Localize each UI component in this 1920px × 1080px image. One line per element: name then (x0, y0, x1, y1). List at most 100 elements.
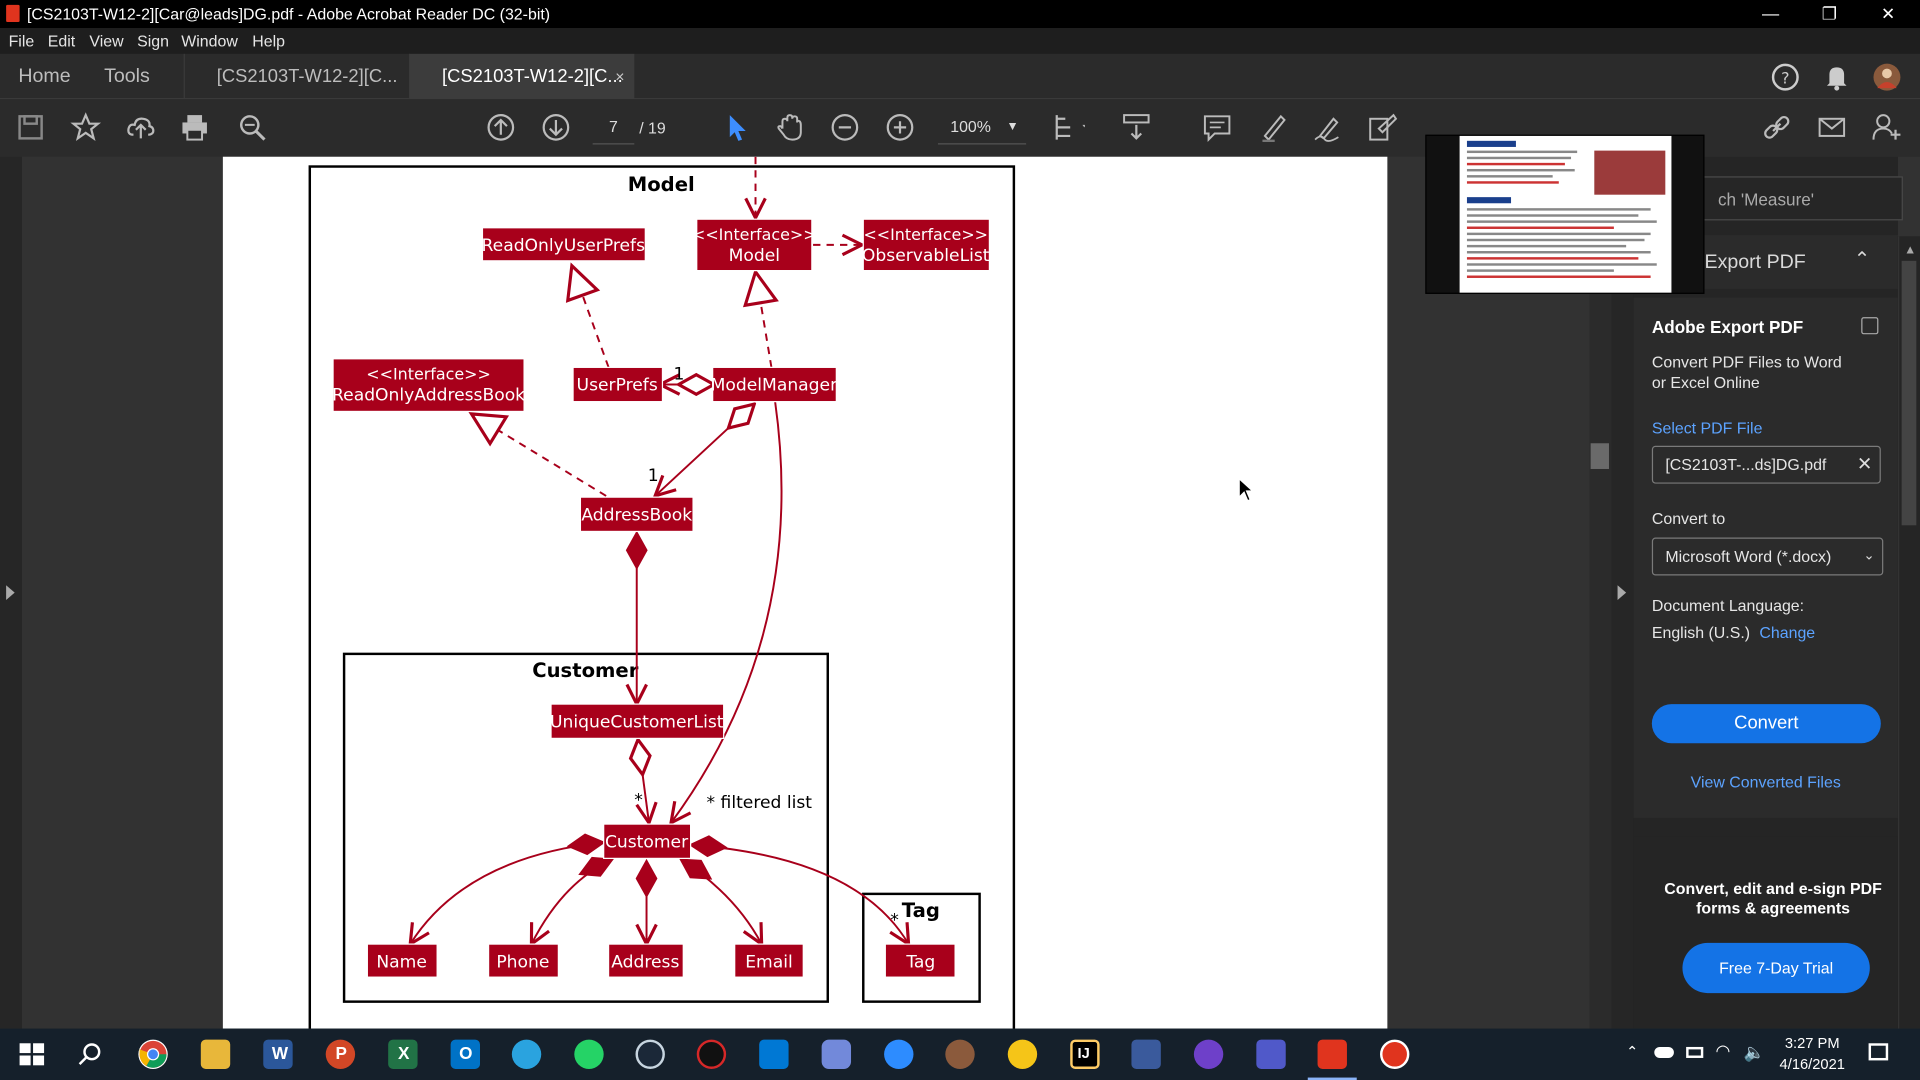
teams-icon[interactable] (1256, 1039, 1286, 1069)
page-layout-icon[interactable] (1053, 111, 1087, 143)
help-icon[interactable]: ? (1769, 61, 1801, 93)
document-scrollbar-thumb[interactable] (1590, 443, 1609, 469)
sign-icon[interactable] (1311, 111, 1343, 143)
previous-page-icon[interactable] (485, 111, 517, 143)
menu-edit[interactable]: Edit (47, 31, 76, 51)
zoom-level-dropdown[interactable]: 100%▼ (937, 110, 1027, 145)
class-address (607, 943, 684, 978)
menu-help[interactable]: Help (252, 31, 286, 51)
menu-window[interactable]: Window (181, 31, 238, 51)
tab-document-1[interactable]: [CS2103T-W12-2][C... (183, 53, 409, 100)
action-center-icon[interactable] (1868, 1043, 1889, 1061)
game-icon[interactable] (945, 1039, 975, 1069)
free-trial-button[interactable]: Free 7-Day Trial (1682, 942, 1870, 994)
powerpoint-icon[interactable]: P (325, 1039, 356, 1069)
save-icon[interactable] (15, 111, 47, 143)
next-page-icon[interactable] (540, 111, 572, 143)
onedrive-cloud-icon[interactable] (1654, 1046, 1674, 1058)
collapse-right-panel-icon[interactable] (1617, 585, 1627, 601)
restore-button[interactable]: ❐ (1821, 3, 1838, 24)
tab-document-2[interactable]: [CS2103T-W12-2][C...× (408, 53, 635, 100)
clear-file-icon[interactable]: ✕ (1856, 454, 1873, 476)
class-addressbook-label: AddressBook (581, 505, 692, 525)
tab-tools[interactable]: Tools (104, 66, 150, 87)
convert-to-label: Convert to (1651, 509, 1726, 528)
menu-sign[interactable]: Sign (137, 31, 170, 51)
select-pdf-file-link[interactable]: Select PDF File (1651, 418, 1763, 438)
clock-time: 3:27 PM (1784, 1034, 1840, 1052)
selected-file-field[interactable]: [CS2103T-...ds]DG.pdf ✕ (1651, 445, 1881, 484)
close-window-button[interactable]: ✕ (1880, 3, 1896, 24)
document-language-value: English (U.S.) (1651, 623, 1751, 642)
change-language-link[interactable]: Change (1759, 623, 1816, 642)
bookmark-star-icon[interactable] (70, 111, 102, 143)
battery-icon[interactable] (1686, 1046, 1704, 1058)
highlight-pen-icon[interactable] (1258, 111, 1290, 143)
chrome-icon[interactable] (138, 1039, 168, 1069)
search-icon[interactable] (76, 1040, 105, 1069)
discord-icon[interactable] (821, 1039, 852, 1069)
find-zoom-icon[interactable] (236, 111, 268, 143)
left-panel-toggle[interactable] (0, 156, 23, 1029)
document-scrollbar[interactable] (1589, 293, 1612, 1029)
chevron-up-icon[interactable]: ⌃ (1626, 1043, 1639, 1061)
view-converted-files-link[interactable]: View Converted Files (1690, 772, 1841, 792)
menu-file[interactable]: File (8, 31, 35, 51)
copy-files-icon[interactable] (1861, 317, 1879, 335)
minimize-button[interactable]: — (1762, 3, 1780, 24)
tools-pane-scrollbar[interactable]: ▲ (1897, 236, 1920, 1029)
edge-userprefs-realizes-readonlyuserprefs (565, 262, 610, 368)
user-avatar[interactable] (1871, 61, 1903, 93)
vpn-shield-icon[interactable] (1007, 1039, 1038, 1069)
excel-icon[interactable]: X (388, 1039, 418, 1069)
volume-muted-icon[interactable]: 🔈 (1743, 1042, 1766, 1062)
class-email (734, 943, 804, 978)
tab-home[interactable]: Home (18, 66, 71, 87)
email-icon[interactable] (1816, 111, 1848, 143)
acrobat-taskbar-icon[interactable] (1307, 1039, 1357, 1080)
zoom-out-icon[interactable] (829, 111, 861, 143)
recording-app-icon[interactable] (1380, 1039, 1410, 1069)
file-explorer-icon[interactable] (200, 1039, 231, 1069)
class-observablelist-stereotype: <<Interface>> (863, 225, 988, 244)
hand-tool-icon[interactable] (774, 111, 806, 143)
word-icon[interactable]: W (263, 1039, 293, 1069)
windows-start-icon[interactable] (17, 1040, 46, 1069)
uml-class-diagram: Model Customer Tag ReadOnlyUserPrefs (308, 156, 1016, 1050)
class-phone (487, 943, 559, 978)
zoom-icon[interactable] (884, 1039, 914, 1069)
taskbar-clock[interactable]: 3:27 PM 4/16/2021 (1765, 1033, 1861, 1075)
comment-icon[interactable] (1201, 111, 1233, 143)
outlook-icon[interactable]: O (450, 1039, 481, 1069)
tab-close-icon[interactable]: × (615, 67, 625, 86)
wifi-icon[interactable]: ◠ (1715, 1040, 1731, 1061)
tools-pane-scrollbar-thumb[interactable] (1901, 260, 1917, 526)
github-desktop-icon[interactable] (1193, 1039, 1224, 1069)
link-share-icon[interactable] (1761, 111, 1793, 143)
notifications-bell-icon[interactable] (1821, 61, 1853, 93)
multiplicity-addressbook: 1 (648, 466, 659, 486)
zoom-in-icon[interactable] (884, 111, 916, 143)
menu-view[interactable]: View (89, 31, 124, 51)
page-number-input[interactable]: 7 (592, 110, 635, 145)
convert-button[interactable]: Convert (1651, 704, 1881, 744)
vscode-icon[interactable] (759, 1039, 789, 1069)
convert-to-select[interactable]: Microsoft Word (*.docx) ⌄ (1651, 537, 1884, 576)
select-cursor-icon[interactable] (720, 111, 752, 143)
expand-left-panel-icon[interactable] (6, 585, 15, 601)
right-panel-collapse[interactable] (1611, 156, 1634, 1029)
upload-cloud-icon[interactable] (125, 111, 157, 143)
print-icon[interactable] (179, 111, 211, 143)
whatsapp-icon[interactable] (574, 1039, 604, 1069)
scroll-mode-icon[interactable] (1120, 111, 1152, 143)
add-user-icon[interactable] (1871, 111, 1903, 143)
terminal-icon[interactable] (1131, 1039, 1161, 1069)
class-name-label: Name (376, 952, 427, 972)
intellij-icon[interactable]: IJ (1070, 1039, 1100, 1069)
game-launcher-icon[interactable] (696, 1039, 727, 1069)
share-edit-icon[interactable] (1367, 111, 1399, 143)
steam-icon[interactable] (635, 1039, 665, 1069)
video-preview-overlay[interactable] (1425, 134, 1705, 294)
scroll-up-icon[interactable]: ▲ (1904, 243, 1917, 258)
telegram-icon[interactable] (511, 1039, 542, 1069)
